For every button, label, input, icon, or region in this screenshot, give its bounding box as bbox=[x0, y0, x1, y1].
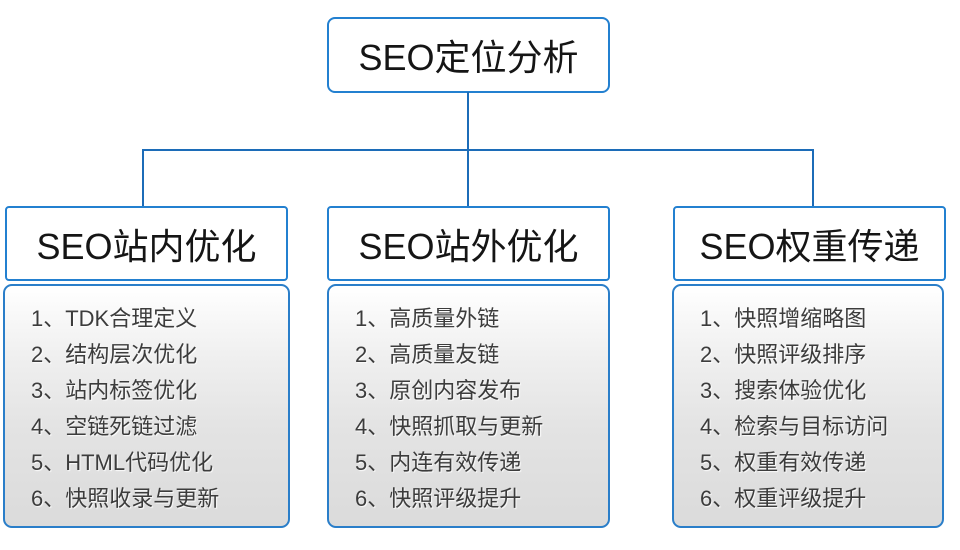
list-item: 3、站内标签优化 bbox=[31, 378, 198, 403]
column-header-weight-label: SEO权重传递 bbox=[699, 225, 920, 267]
column-header-onsite: SEO站内优化 bbox=[5, 206, 288, 281]
column-header-weight: SEO权重传递 bbox=[673, 206, 946, 281]
list-item: 5、HTML代码优化 bbox=[31, 450, 214, 475]
root-node: SEO定位分析 bbox=[327, 17, 610, 93]
column-list-offsite: 1、高质量外链 2、高质量友链 3、原创内容发布 4、快照抓取与更新 5、内连有… bbox=[327, 284, 610, 528]
onsite-item-list: 1、TDK合理定义 2、结构层次优化 3、站内标签优化 4、空链死链过滤 5、H… bbox=[5, 286, 288, 517]
column-header-onsite-label: SEO站内优化 bbox=[36, 225, 257, 267]
list-item: 1、快照增缩略图 bbox=[700, 306, 867, 331]
column-list-weight: 1、快照增缩略图 2、快照评级排序 3、搜索体验优化 4、检索与目标访问 5、权… bbox=[672, 284, 944, 528]
connector-root-stem bbox=[467, 92, 469, 151]
list-item: 4、检索与目标访问 bbox=[700, 414, 889, 439]
list-item: 4、空链死链过滤 bbox=[31, 414, 198, 439]
list-item: 5、内连有效传递 bbox=[355, 450, 522, 475]
list-item: 3、搜索体验优化 bbox=[700, 378, 867, 403]
connector-drop-offsite bbox=[467, 149, 469, 207]
list-item: 2、结构层次优化 bbox=[31, 342, 198, 367]
list-item: 5、权重有效传递 bbox=[700, 450, 867, 475]
list-item: 4、快照抓取与更新 bbox=[355, 414, 544, 439]
list-item: 1、TDK合理定义 bbox=[31, 306, 198, 331]
column-list-onsite: 1、TDK合理定义 2、结构层次优化 3、站内标签优化 4、空链死链过滤 5、H… bbox=[3, 284, 290, 528]
list-item: 1、高质量外链 bbox=[355, 306, 500, 331]
column-header-offsite: SEO站外优化 bbox=[327, 206, 610, 281]
offsite-item-list: 1、高质量外链 2、高质量友链 3、原创内容发布 4、快照抓取与更新 5、内连有… bbox=[329, 286, 608, 517]
list-item: 6、快照评级提升 bbox=[355, 486, 522, 511]
list-item: 6、快照收录与更新 bbox=[31, 486, 220, 511]
list-item: 2、快照评级排序 bbox=[700, 342, 867, 367]
list-item: 6、权重评级提升 bbox=[700, 486, 867, 511]
root-node-label: SEO定位分析 bbox=[358, 37, 579, 78]
connector-drop-onsite bbox=[142, 149, 144, 207]
weight-item-list: 1、快照增缩略图 2、快照评级排序 3、搜索体验优化 4、检索与目标访问 5、权… bbox=[674, 286, 942, 517]
list-item: 2、高质量友链 bbox=[355, 342, 500, 367]
column-header-offsite-label: SEO站外优化 bbox=[358, 225, 579, 267]
connector-drop-weight bbox=[812, 149, 814, 207]
list-item: 3、原创内容发布 bbox=[355, 378, 522, 403]
connector-horizontal-bar bbox=[142, 149, 814, 151]
